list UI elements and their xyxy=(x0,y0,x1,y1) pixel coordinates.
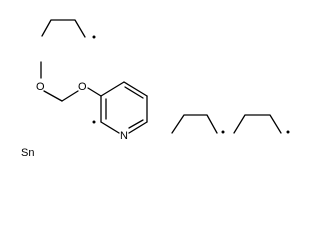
radical-dot-right xyxy=(286,130,290,134)
ring-bond-c6-n xyxy=(128,121,148,134)
butyl-radical-right xyxy=(233,114,290,134)
butyl-radical-top xyxy=(41,19,96,39)
oxygen-to-ring-bond xyxy=(87,87,102,97)
radical-dot-middle xyxy=(221,130,225,134)
ring-bond-c4-c5-inner xyxy=(124,86,144,99)
structure-diagram: O O N Sn xyxy=(21,19,290,159)
butyl-chain-top xyxy=(41,19,86,38)
butyl-chain-right xyxy=(233,114,282,134)
butyl-radical-middle xyxy=(171,114,225,134)
pyridine-ring: N xyxy=(92,81,148,142)
atom-label-ether-oxygen-top: O xyxy=(36,81,45,93)
atom-label-ring-nitrogen: N xyxy=(120,130,128,142)
atom-label-tin: Sn xyxy=(21,147,34,159)
radical-dot-top xyxy=(92,35,96,39)
methylene-to-oxygen-bond xyxy=(61,90,79,102)
butyl-chain-middle xyxy=(171,114,218,134)
atom-label-ether-oxygen-ring: O xyxy=(78,81,87,93)
radical-dot-ring xyxy=(92,120,96,124)
ring-bond-c4-c5 xyxy=(123,81,148,97)
oxygen-to-methylene-bond xyxy=(43,90,63,102)
ring-bond-n-c2 xyxy=(100,121,120,134)
methoxymethoxy-group: O O xyxy=(36,61,102,102)
ring-bond-c6-n-inner xyxy=(128,119,144,129)
ring-bond-c3-c4 xyxy=(100,81,125,97)
